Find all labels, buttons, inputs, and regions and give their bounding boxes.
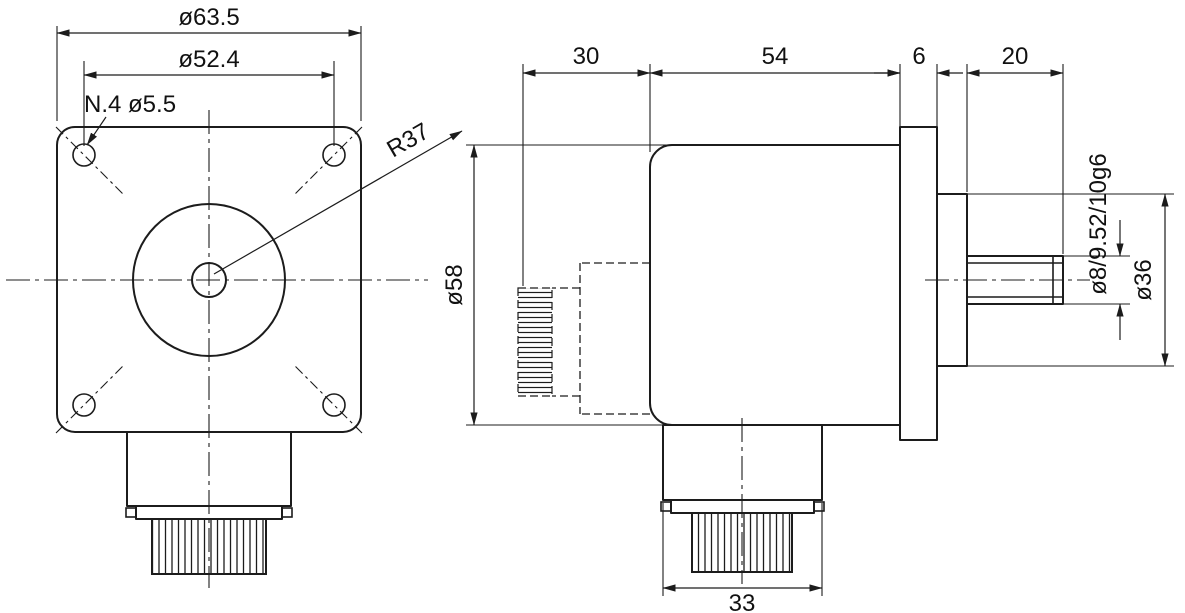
flange-width-label: ø63.5 — [178, 4, 239, 31]
dim-rear-recess-depth: 30 — [522, 43, 651, 286]
shaft-length-label: 20 — [1002, 43, 1029, 70]
dim-bolt-spacing: ø52.4 — [83, 46, 335, 146]
bolt-spacing-label: ø52.4 — [178, 46, 239, 73]
hidden-rear-recess — [517, 262, 650, 415]
connector-lug — [813, 501, 825, 512]
hole-circle-radius-label: R37 — [382, 118, 434, 163]
flange-plate — [899, 126, 938, 441]
body-outline — [649, 144, 901, 426]
dim-body-length: 54 — [649, 43, 901, 127]
hole-centerline — [55, 126, 125, 196]
front-view: ø63.5 ø52.4 N.4 ø5.5 R37 — [6, 4, 463, 588]
dim-shaft-length: 20 — [966, 43, 1064, 254]
hidden-thread — [517, 287, 553, 397]
flange-thickness-label: 6 — [912, 43, 925, 70]
dim-hole-circle-radius: R37 — [213, 118, 463, 275]
body-diameter-label: ø58 — [441, 264, 468, 305]
side-view: 30 54 6 20 ø58 — [441, 43, 1174, 613]
dim-body-diameter: ø58 — [441, 144, 673, 426]
mounting-holes-label: N.4 ø5.5 — [84, 91, 176, 118]
pilot-boss-circle — [132, 203, 286, 357]
hole-centerline — [293, 126, 363, 196]
dim-flange-thickness: 6 — [874, 43, 963, 127]
pilot-boss-diameter-label: ø36 — [1130, 259, 1157, 300]
dim-shaft-diameter: ø8/9.52/10g6 — [1063, 153, 1130, 340]
connector-width-label: 33 — [729, 590, 756, 613]
dim-connector-width: 33 — [662, 503, 823, 613]
connector-lug — [660, 501, 672, 512]
dim-flange-width: ø63.5 — [56, 4, 362, 121]
shaft-diameter-label: ø8/9.52/10g6 — [1085, 153, 1112, 294]
hole-centerline — [293, 364, 363, 434]
dim-pilot-boss-diameter: ø36 — [967, 193, 1174, 367]
dim-mounting-holes: N.4 ø5.5 — [84, 91, 176, 146]
radius-leader-line — [213, 130, 463, 275]
connector-thread — [151, 518, 267, 575]
mounting-hole — [72, 393, 96, 417]
shaft-circle — [191, 262, 227, 298]
hole-centerline — [55, 364, 125, 434]
rear-recess-depth-label: 30 — [573, 43, 600, 70]
body-length-label: 54 — [762, 43, 789, 70]
mounting-hole — [322, 393, 346, 417]
leader-line — [86, 116, 107, 146]
connector-thread — [691, 512, 793, 573]
connector-lug — [125, 507, 137, 518]
connector-lug — [281, 507, 293, 518]
